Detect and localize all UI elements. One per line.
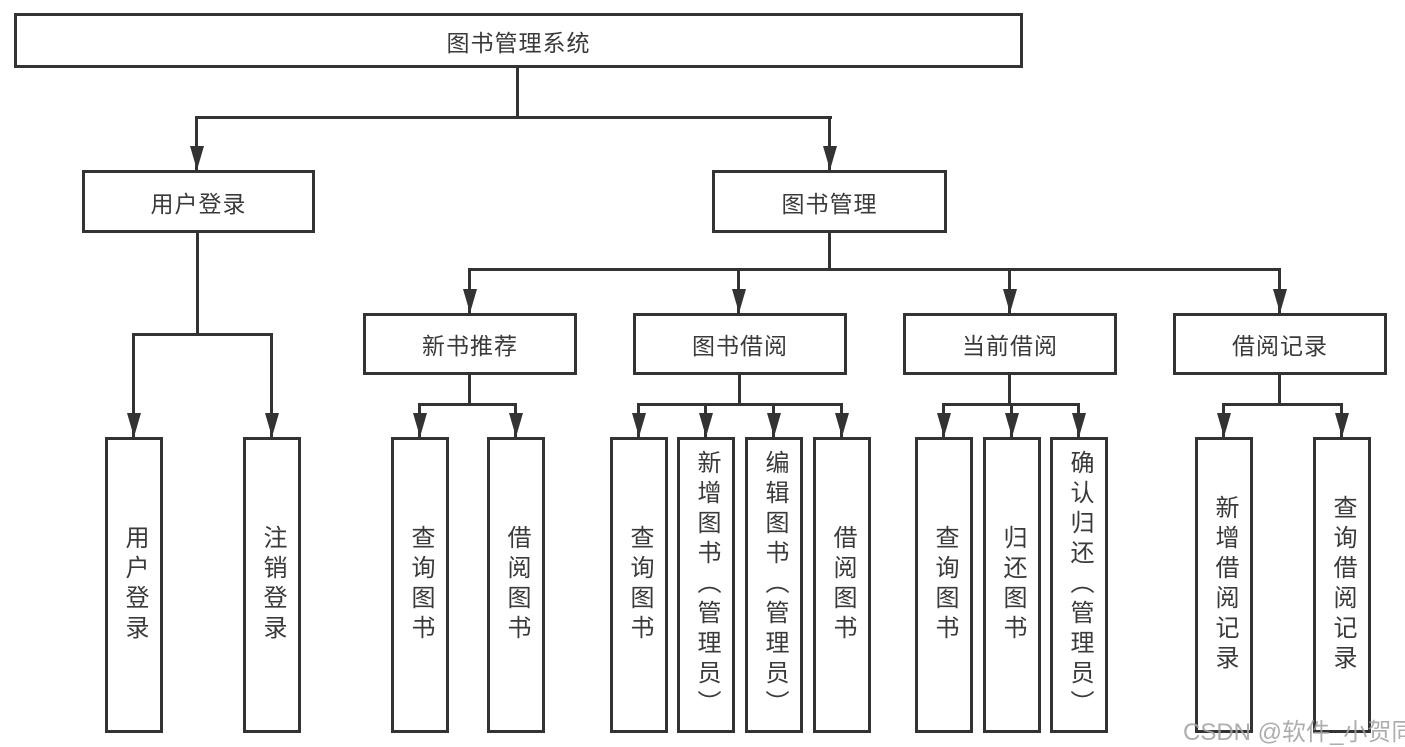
connector-line <box>738 375 741 406</box>
arrow-down-icon <box>699 413 713 437</box>
leaf-recommend-borrow-books: 借阅图书 <box>487 437 545 733</box>
connector-line <box>196 233 199 335</box>
node-book-management: 图书管理 <box>712 170 947 233</box>
leaf-user-login-label: 用户登录 <box>121 525 148 645</box>
connector-line <box>468 375 471 406</box>
leaf-borrow-books: 借阅图书 <box>813 437 871 733</box>
connector-line <box>516 68 519 118</box>
leaf-current-query-books-label: 查询图书 <box>931 525 958 645</box>
arrow-down-icon <box>127 413 141 437</box>
connector-line <box>195 116 198 170</box>
leaf-add-borrow-record-label: 新增借阅记录 <box>1211 495 1238 675</box>
node-book-borrow: 图书借阅 <box>633 313 847 375</box>
connector-line <box>132 333 135 437</box>
connector-line <box>132 333 273 336</box>
arrow-down-icon <box>1005 413 1019 437</box>
arrow-down-icon <box>835 413 849 437</box>
leaf-borrow-books-label: 借阅图书 <box>829 525 856 645</box>
arrow-down-icon <box>1273 289 1287 313</box>
leaf-recommend-borrow-books-label: 借阅图书 <box>503 525 530 645</box>
connector-line <box>468 268 1281 271</box>
leaf-add-books-admin-label: 新增图书（管理员） <box>693 450 720 720</box>
node-root: 图书管理系统 <box>14 13 1023 68</box>
leaf-return-books: 归还图书 <box>983 437 1041 733</box>
arrow-down-icon <box>1003 289 1017 313</box>
leaf-recommend-query-books-label: 查询图书 <box>407 525 434 645</box>
csdn-watermark: CSDN @软件_小贺同学 <box>1183 719 1405 746</box>
leaf-query-borrow-record-label: 查询借阅记录 <box>1329 495 1356 675</box>
arrow-down-icon <box>937 413 951 437</box>
leaf-confirm-return-admin-label: 确认归还（管理员） <box>1066 450 1093 720</box>
leaf-add-books-admin: 新增图书（管理员） <box>677 437 735 733</box>
node-current-borrow-label: 当前借阅 <box>962 333 1058 359</box>
node-borrow-records: 借阅记录 <box>1173 313 1387 375</box>
arrow-down-icon <box>823 146 837 170</box>
arrow-down-icon <box>265 413 279 437</box>
connector-line <box>418 403 517 406</box>
leaf-add-borrow-record: 新增借阅记录 <box>1195 437 1253 733</box>
arrow-down-icon <box>1072 413 1086 437</box>
leaf-borrow-query-books-label: 查询图书 <box>626 525 653 645</box>
node-book-borrow-label: 图书借阅 <box>692 333 788 359</box>
arrow-down-icon <box>1335 413 1349 437</box>
arrow-down-icon <box>767 413 781 437</box>
leaf-borrow-query-books: 查询图书 <box>610 437 668 733</box>
connector-line <box>195 116 832 119</box>
leaf-edit-books-admin-label: 编辑图书（管理员） <box>761 450 788 720</box>
leaf-current-query-books: 查询图书 <box>915 437 973 733</box>
leaf-return-books-label: 归还图书 <box>999 525 1026 645</box>
connector-line <box>828 233 831 270</box>
leaf-user-login: 用户登录 <box>105 437 163 733</box>
arrow-down-icon <box>732 289 746 313</box>
connector-line <box>637 403 843 406</box>
leaf-query-borrow-record: 查询借阅记录 <box>1313 437 1371 733</box>
arrow-down-icon <box>190 146 204 170</box>
node-root-label: 图书管理系统 <box>446 29 591 56</box>
connector-line <box>1008 375 1011 406</box>
leaf-edit-books-admin: 编辑图书（管理员） <box>745 437 803 733</box>
node-book-management-label: 图书管理 <box>781 190 878 217</box>
node-user-login-label: 用户登录 <box>150 190 247 217</box>
arrow-down-icon <box>463 289 477 313</box>
arrow-down-icon <box>509 413 523 437</box>
arrow-down-icon <box>632 413 646 437</box>
arrow-down-icon <box>1217 413 1231 437</box>
leaf-logout-label: 注销登录 <box>259 525 286 645</box>
node-user-login: 用户登录 <box>82 170 315 233</box>
leaf-logout: 注销登录 <box>243 437 301 733</box>
node-new-book-recommend: 新书推荐 <box>363 313 577 375</box>
connector-line <box>1278 375 1281 406</box>
connector-line <box>1222 403 1343 406</box>
connector-line <box>828 116 831 170</box>
leaf-confirm-return-admin: 确认归还（管理员） <box>1050 437 1108 733</box>
leaf-recommend-query-books: 查询图书 <box>391 437 449 733</box>
node-borrow-records-label: 借阅记录 <box>1232 333 1328 359</box>
arrow-down-icon <box>413 413 427 437</box>
connector-line <box>270 333 273 437</box>
node-current-borrow: 当前借阅 <box>903 313 1117 375</box>
node-new-book-recommend-label: 新书推荐 <box>422 333 518 359</box>
